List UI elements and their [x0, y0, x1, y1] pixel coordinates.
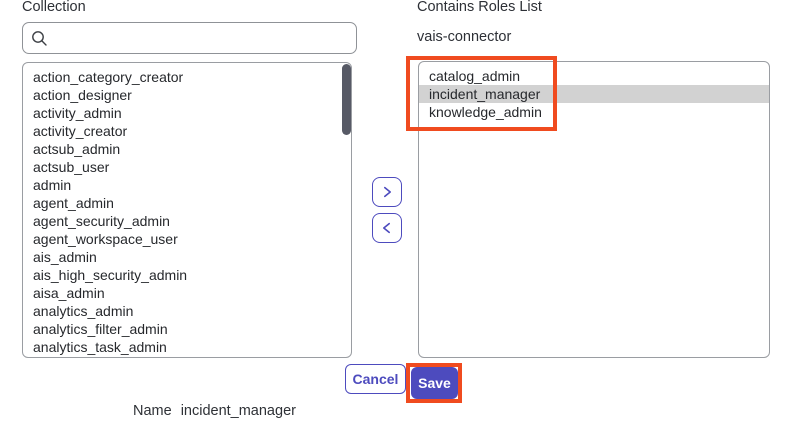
- list-item[interactable]: knowledge_admin: [429, 104, 542, 120]
- list-item[interactable]: ais_admin: [33, 249, 97, 265]
- list-item[interactable]: catalog_admin: [429, 68, 521, 84]
- list-item[interactable]: ais_high_security_admin: [33, 267, 188, 283]
- group-name-label: vais-connector: [417, 29, 512, 45]
- search-icon: [32, 30, 47, 46]
- list-item[interactable]: aisa_admin: [33, 285, 105, 301]
- list-item[interactable]: agent_workspace_user: [33, 231, 178, 247]
- cancel-button[interactable]: Cancel: [345, 364, 406, 394]
- list-item[interactable]: analytics_viewer: [23, 356, 351, 357]
- list-item[interactable]: agent_admin: [33, 195, 114, 211]
- list-item[interactable]: activity_creator: [33, 123, 128, 139]
- chevron-left-icon: [382, 222, 390, 234]
- list-item[interactable]: action_category_creator: [33, 69, 184, 85]
- list-item[interactable]: admin: [33, 177, 72, 193]
- remove-role-button[interactable]: [372, 213, 402, 243]
- list-item[interactable]: analytics_admin: [33, 303, 134, 319]
- search-input[interactable]: [54, 30, 348, 46]
- list-item[interactable]: agent_security_admin: [33, 213, 170, 229]
- contains-roles-label: Contains Roles List: [417, 0, 542, 15]
- name-value: incident_manager: [180, 403, 296, 419]
- scrollbar-thumb[interactable]: [342, 64, 351, 135]
- chevron-right-icon: [383, 186, 391, 198]
- list-item[interactable]: action_designer: [33, 87, 132, 103]
- save-button[interactable]: Save: [411, 367, 458, 399]
- name-row: Name incident_manager: [133, 403, 296, 419]
- add-role-button[interactable]: [372, 177, 402, 207]
- list-item[interactable]: activity_admin: [33, 105, 122, 121]
- name-label: Name: [133, 403, 172, 419]
- collection-label: Collection: [22, 0, 86, 15]
- list-item[interactable]: analytics_filter_admin: [33, 321, 168, 337]
- collection-search: [22, 22, 357, 54]
- list-item[interactable]: incident_manager: [419, 85, 769, 103]
- list-item[interactable]: actsub_user: [33, 159, 110, 175]
- list-item[interactable]: actsub_admin: [33, 141, 121, 157]
- list-item[interactable]: analytics_task_admin: [33, 339, 167, 355]
